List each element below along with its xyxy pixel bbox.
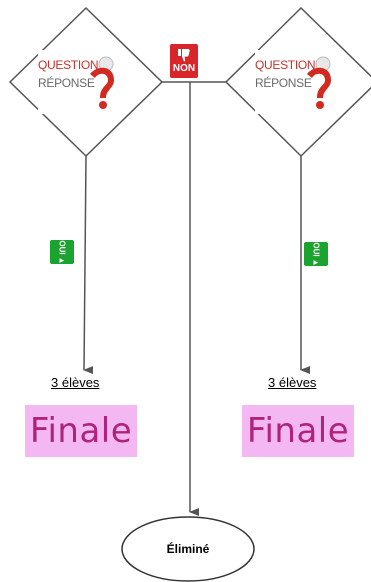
- left-student-count: 3 élèves: [51, 375, 100, 390]
- thumbs-up-icon: ▲: [311, 258, 321, 267]
- right-question-image: QUESTION RÉPONSE: [255, 50, 339, 114]
- question-figure-icon: [90, 56, 114, 109]
- eliminated-ellipse: [121, 516, 255, 582]
- no-label: NON: [172, 62, 196, 74]
- right-student-count: 3 élèves: [268, 375, 317, 390]
- left-finale-label: Finale: [25, 405, 137, 457]
- question-text: QUESTION: [38, 58, 99, 72]
- thumbs-up-icon: ▲: [57, 256, 67, 265]
- left-yes-badge: OUI ▲: [50, 240, 74, 264]
- right-finale-label: Finale: [242, 405, 354, 457]
- answer-text: RÉPONSE: [38, 76, 95, 90]
- left-question-image: QUESTION RÉPONSE: [38, 50, 122, 114]
- right-yes-badge: OUI ▲: [304, 242, 328, 266]
- thumbs-down-icon: [178, 48, 190, 61]
- yes-label: OUI: [311, 241, 321, 257]
- eliminated-label: Éliminé: [166, 542, 210, 556]
- question-text: QUESTION: [255, 58, 316, 72]
- no-badge: NON: [170, 44, 198, 78]
- left-yes-connector: [83, 155, 94, 375]
- answer-text: RÉPONSE: [255, 76, 312, 90]
- yes-label: OUI: [57, 239, 67, 255]
- question-figure-icon: [307, 56, 331, 109]
